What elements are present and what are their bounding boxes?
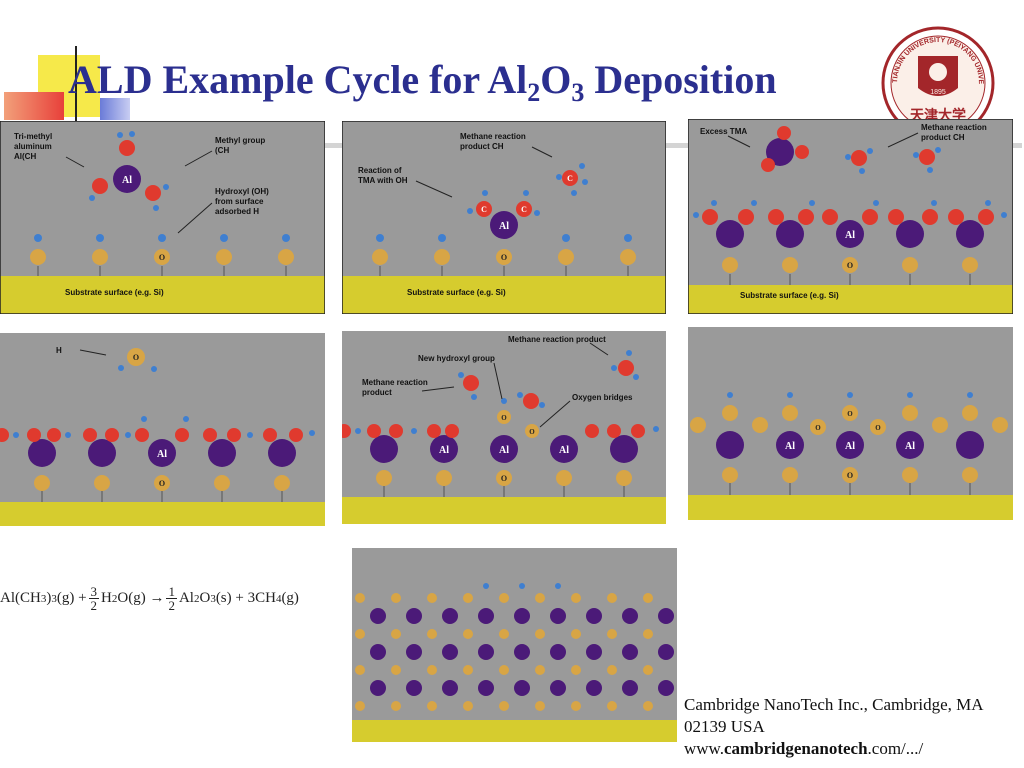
layer-1 (370, 608, 674, 696)
surface-o-row: O (34, 475, 290, 502)
adsorbed-al-row: Al (693, 200, 1007, 248)
label-methane-product-5: Methane reaction product (508, 335, 606, 344)
svg-text:O: O (847, 261, 853, 270)
svg-text:O: O (875, 424, 881, 432)
decor-red-block (4, 92, 64, 120)
label-methane-reaction: Methane reaction (362, 378, 428, 387)
methane-molecules (458, 350, 639, 409)
label-tma-formula: Al(CH (14, 152, 36, 161)
panel-step-3: O Al Excess TMA Methane reaction product… (688, 119, 1013, 314)
label-methane-product-3: Methane reaction (921, 123, 987, 132)
panel-step-2: O C C Al C Methane reaction product CH R… (342, 121, 666, 314)
svg-text:C: C (567, 174, 573, 183)
svg-text:O: O (529, 428, 535, 436)
decor-blue-block (100, 98, 130, 120)
slide-title: ALD Example Cycle for Al2O3 Deposition (68, 57, 777, 107)
label-excess-tma: Excess TMA (700, 127, 747, 136)
label-oxygen-bridges: Oxygen bridges (572, 393, 633, 402)
label-trimethyl: Tri-methyl (14, 132, 52, 141)
label-from-surface: from surface (215, 197, 264, 206)
credit-address: Cambridge NanoTech Inc., Cambridge, MA 0… (684, 695, 983, 736)
label-new-hydroxyl: New hydroxyl group (418, 354, 495, 363)
label-tma-with-oh: TMA with OH (358, 176, 408, 185)
reacting-tma: C C Al (467, 190, 540, 239)
panel-step-5: O Al Al Al O O Methane reaction product … (342, 331, 666, 524)
panel-step-4: O Al O H (0, 333, 325, 526)
tma-molecule: Al (89, 131, 169, 211)
label-methyl-group: Methyl group (215, 136, 265, 145)
svg-text:Al: Al (157, 449, 167, 460)
svg-text:Al: Al (439, 445, 449, 456)
surface-o-row: O (376, 470, 632, 497)
svg-text:O: O (847, 471, 853, 480)
source-credit: Cambridge NanoTech Inc., Cambridge, MA 0… (684, 694, 1014, 760)
label-substrate-3: Substrate surface (e.g. Si) (740, 291, 839, 300)
decor-rule (322, 143, 1022, 148)
label-adsorbed-h2o: adsorbed H (215, 207, 259, 216)
label-ch3: (CH (215, 146, 229, 155)
svg-text:O: O (501, 253, 507, 262)
label-product: product (362, 388, 392, 397)
svg-text:O: O (159, 253, 165, 262)
surface-o-row: O (722, 467, 978, 495)
oxygen-layers (355, 593, 653, 711)
svg-text:Al: Al (559, 445, 569, 456)
water-molecule: O (118, 348, 157, 372)
label-ch4-3: product CH (921, 133, 965, 142)
surface-oh-row: O (372, 234, 636, 276)
label-h2o: H (56, 346, 62, 355)
svg-text:O: O (159, 479, 165, 488)
svg-text:Al: Al (845, 230, 855, 241)
credit-url[interactable]: www.cambridgenanotech.com/.../ (684, 739, 924, 758)
excess-tma (761, 126, 809, 172)
svg-text:Al: Al (122, 175, 132, 186)
svg-text:Al: Al (499, 221, 509, 232)
svg-text:C: C (521, 205, 527, 214)
panel-step-1: O Al Tri-methyl aluminum Al(CH Methyl gr… (0, 121, 325, 314)
al-o-layer: Al Al Al O O O (690, 392, 1008, 459)
label-substrate-2: Substrate surface (e.g. Si) (407, 288, 506, 297)
label-aluminum: aluminum (14, 142, 52, 151)
decor-vertical-line (75, 46, 77, 128)
svg-text:O: O (133, 353, 139, 362)
logo-year: 1895 (930, 89, 946, 96)
panel-multilayer (352, 548, 677, 742)
svg-text:Al: Al (845, 441, 855, 452)
svg-text:O: O (501, 414, 507, 422)
surface-oh-row: O (722, 257, 978, 285)
svg-text:O: O (501, 474, 507, 483)
surface-oh-row: O (30, 234, 294, 276)
panel-step-6: O Al Al Al O O O (688, 327, 1013, 520)
label-hydroxyl: Hydroxyl (OH) (215, 187, 269, 196)
svg-text:O: O (847, 410, 853, 418)
label-substrate-1: Substrate surface (e.g. Si) (65, 288, 164, 297)
svg-text:O: O (815, 424, 821, 432)
al-methyl-row: Al (0, 416, 315, 467)
svg-text:Al: Al (905, 441, 915, 452)
label-ch4: product CH (460, 142, 504, 151)
label-reaction-of: Reaction of (358, 166, 402, 175)
top-hydroxyls (483, 583, 561, 589)
methane-molecule: C (556, 163, 588, 196)
svg-text:Al: Al (499, 445, 509, 456)
label-methane-product: Methane reaction (460, 132, 526, 141)
svg-text:Al: Al (785, 441, 795, 452)
methane-molecules (845, 147, 941, 174)
university-logo: TIANJIN UNIVERSITY (PEIYANG UNIVERSITY) … (878, 21, 995, 140)
svg-text:C: C (481, 205, 487, 214)
al-row: Al Al Al O O (342, 398, 659, 463)
